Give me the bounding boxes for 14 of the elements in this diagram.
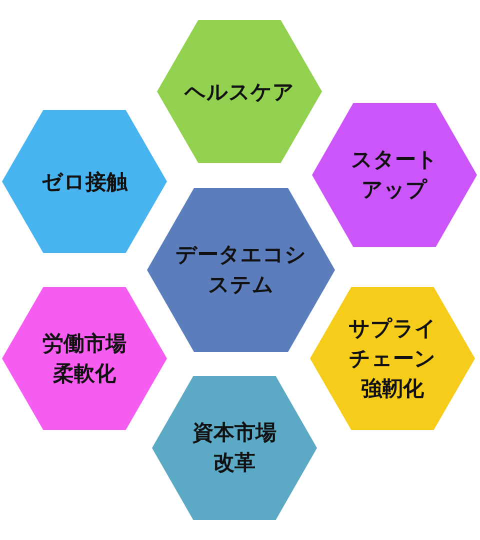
hexagon-shape	[310, 287, 475, 430]
hexagon-label: サプライチェーン強靭化	[348, 314, 438, 403]
hexagon-label: 資本市場改革	[192, 420, 278, 477]
hexagon-shape	[2, 110, 167, 253]
hexagon-label: データエコシステム	[174, 242, 308, 299]
hexagon-label: ヘルスケア	[183, 78, 296, 106]
hexagon-shape	[157, 20, 322, 163]
hexagon-label: 労働市場柔軟化	[42, 330, 128, 388]
hexagon-shape	[147, 188, 335, 352]
hexagon-shape	[152, 376, 317, 520]
hexagon-shape	[2, 287, 167, 430]
hexagon-label: スタートアップ	[350, 146, 439, 204]
hexagon-label: ゼロ接触	[40, 168, 129, 196]
hexagon-shape	[312, 103, 477, 247]
